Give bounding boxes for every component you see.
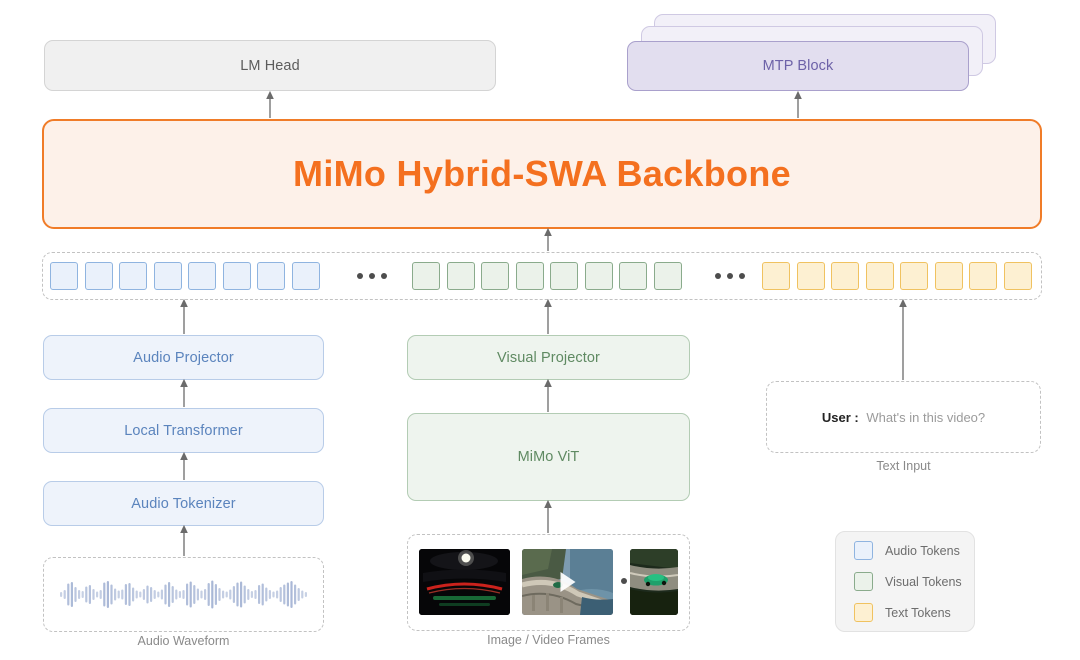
token-visual	[481, 262, 509, 290]
token-audio	[222, 262, 251, 290]
token-visual	[619, 262, 647, 290]
token-text	[831, 262, 859, 290]
token-text	[969, 262, 997, 290]
token-visual	[550, 262, 578, 290]
token-row-container	[42, 252, 1042, 300]
backbone-box[interactable]: MiMo Hybrid-SWA Backbone	[42, 119, 1042, 229]
video-frames-container	[407, 534, 690, 631]
token-visual	[653, 262, 682, 290]
audio-waveform-caption: Audio Waveform	[137, 634, 230, 648]
mtp-block-label: MTP Block	[762, 58, 834, 74]
token-audio	[119, 262, 147, 290]
mtp-block-box[interactable]: MTP Block	[627, 41, 969, 91]
legend-swatch-audio-tokens	[854, 541, 873, 560]
text-input-container[interactable]	[766, 381, 1041, 453]
token-audio	[84, 262, 113, 290]
text-input-role: User :	[821, 409, 859, 425]
audio-tokenizer-box[interactable]: Audio Tokenizer	[43, 481, 324, 526]
text-input-content: User : What's in this video?	[766, 381, 1041, 453]
text-input-caption: Text Input	[876, 459, 931, 473]
token-audio	[188, 262, 216, 290]
token-ellipsis-audio-visual	[357, 273, 387, 279]
legend-box: Audio Tokens Visual Tokens Text Tokens	[835, 531, 975, 632]
token-audio	[50, 262, 78, 290]
visual-projector-label: Visual Projector	[497, 349, 600, 366]
mimo-vit-box[interactable]: MiMo ViT	[407, 413, 690, 501]
token-audio	[291, 262, 320, 290]
legend-label-text-tokens: Text Tokens	[885, 605, 951, 620]
legend-swatch-text-tokens	[854, 603, 873, 622]
play-icon[interactable]	[560, 572, 575, 592]
token-text	[900, 262, 928, 290]
token-visual	[515, 262, 544, 290]
legend-item: Text Tokens	[854, 603, 974, 622]
audio-waveform-icon	[60, 580, 307, 609]
token-text	[1003, 262, 1032, 290]
token-visual	[446, 262, 475, 290]
lm-head-label: LM Head	[240, 57, 300, 74]
visual-projector-box[interactable]: Visual Projector	[407, 335, 690, 380]
legend-item: Visual Tokens	[854, 572, 974, 591]
token-text	[796, 262, 825, 290]
legend-swatch-visual-tokens	[854, 572, 873, 591]
legend-item: Audio Tokens	[854, 541, 974, 560]
audio-projector-box[interactable]: Audio Projector	[43, 335, 324, 380]
token-text	[934, 262, 963, 290]
legend-label-visual-tokens: Visual Tokens	[885, 574, 962, 589]
token-audio	[153, 262, 182, 290]
video-frame-3[interactable]	[630, 549, 678, 615]
local-transformer-box[interactable]: Local Transformer	[43, 408, 324, 453]
token-audio	[257, 262, 285, 290]
text-input-prompt: What's in this video?	[866, 409, 986, 425]
token-visual	[584, 262, 613, 290]
backbone-title: MiMo Hybrid-SWA Backbone	[293, 153, 791, 194]
token-ellipsis-visual-text	[715, 273, 745, 279]
legend-label-audio-tokens: Audio Tokens	[885, 543, 960, 558]
token-visual	[412, 262, 440, 290]
audio-projector-label: Audio Projector	[133, 349, 234, 366]
audio-tokenizer-label: Audio Tokenizer	[131, 495, 236, 512]
token-text	[865, 262, 894, 290]
token-text	[762, 262, 790, 290]
mimo-vit-label: MiMo ViT	[517, 449, 580, 465]
video-frames-caption: Image / Video Frames	[487, 633, 610, 647]
lm-head-box[interactable]: LM Head	[44, 40, 496, 91]
video-frame-2[interactable]	[522, 549, 613, 615]
audio-waveform-container	[43, 557, 324, 632]
video-frame-1[interactable]	[419, 549, 510, 615]
local-transformer-label: Local Transformer	[124, 422, 243, 439]
